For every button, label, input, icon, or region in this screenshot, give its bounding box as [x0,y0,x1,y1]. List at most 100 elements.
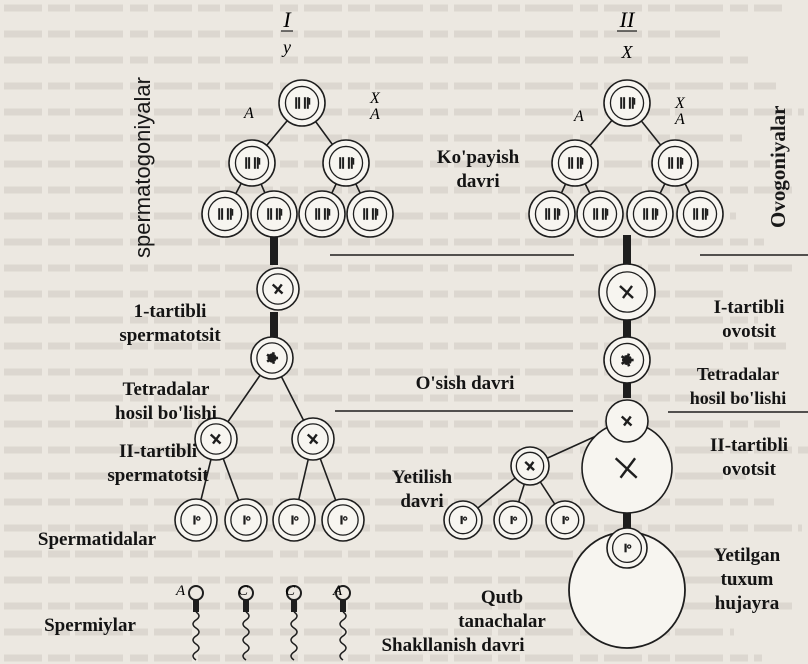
cell-spermatogonium-row3-3 [298,190,346,238]
sperm-head [188,585,204,601]
sperm-tag-1: A [175,583,186,599]
phase-label-maturation-line2: davri [400,491,444,512]
sperm-tail [192,611,200,661]
chromosome-mark [512,516,518,521]
chromosome-mark [309,433,318,445]
cell-nucleus [256,196,292,232]
chromosome-mark [623,415,632,427]
label-tetrads-left: Tetradalar hosil bo'lishi [86,378,246,426]
autosome-label-right-right: A [674,111,685,128]
cell-nucleus [609,342,645,378]
label-tetrads-right-line2: hosil bo'lishi [689,388,787,408]
cell-secondary-oocyte [581,422,673,514]
roman-numeral-left: I [282,7,292,32]
chromosome-label-left-top: y [281,37,291,57]
chromosome-mark [274,283,283,295]
sperm-midpiece [193,600,199,612]
label-tetrads-left-line2: hosil bo'lishi [115,403,217,424]
cell-nucleus [328,145,364,181]
sperm-tag-4: A [332,583,343,599]
chromosome-mark [245,516,251,521]
cell-nucleus [256,342,288,374]
cell-primary-oocyte [598,263,656,321]
label-primary-oocyte: I-tartibli ovotsit [690,296,808,344]
cell-tetrad-right [603,336,651,384]
label-secondary-oocyte-line2: ovotsit [722,459,776,480]
chromosome-label-left-right: X [369,90,381,107]
phase-label-maturation-line1: Yetilish [391,467,453,488]
cell-nucleus [606,271,648,313]
cell-spermatogonium-row2-1 [228,139,276,187]
label-polar-bodies: Qutb tanachalar [442,586,562,634]
stalk-to-tetrads-left [270,312,278,338]
cell-nucleus [200,423,232,455]
cell-nucleus [278,504,310,536]
cell-polar-body-1 [510,446,550,486]
cell-oogonium-row3-4 [676,190,724,238]
cell-primary-spermatocyte [256,267,300,311]
cell-spermatogonium-row2-2 [322,139,370,187]
cell-spermatid-3 [272,498,316,542]
label-mature-egg-line2: tuxum [720,569,774,590]
sperm-midpiece [291,600,297,612]
phase-label-maturation: Yetilish davri [372,466,472,514]
cell-nucleus [230,504,262,536]
cell-nucleus [657,145,693,181]
label-tetrads-right: Tetradalar hosil bo'lishi [668,362,808,410]
cell-polar-body-3 [493,500,533,540]
chromosome-mark [342,516,348,521]
phase-label-reproduction: Ko'payish davri [418,146,538,194]
cell-nucleus [515,451,545,481]
chromosome-mark [564,516,570,521]
label-polar-bodies-line2: tanachalar [458,611,546,632]
cell-nucleus [284,85,320,121]
cell-spermatid-2 [224,498,268,542]
cell-spermatid-1 [174,498,218,542]
cell-nucleus [448,505,478,535]
cell-oogonium-row3-3 [626,190,674,238]
autosome-label-right-left: A [573,108,584,125]
stalk-to-secondary-oocyte [623,382,631,398]
cell-tetrad-left [250,336,294,380]
cell-nucleus [262,273,294,305]
phase-label-growth: O'sish davri [415,373,515,394]
chromosome-mark [212,433,221,445]
cell-oogonium-row2-2 [651,139,699,187]
roman-numeral-right: II [619,7,636,32]
chromosome-mark [622,285,633,299]
chromosome-mark [614,457,638,479]
cell-oogonium-row3-2 [576,190,624,238]
chromosome-mark [462,516,468,521]
label-secondary-oocyte-line1: II-tartibli [709,435,789,456]
cell-spermatid-4 [321,498,365,542]
cell-nucleus [297,423,329,455]
label-secondary-spermatocyte-line1: II-tartibli [118,441,198,462]
label-tetrads-left-line1: Tetradalar [122,379,210,400]
cell-nucleus [352,196,388,232]
sperm-2 [238,585,254,661]
autosome-label-left-left: A [243,105,254,122]
label-primary-spermatocyte-line1: 1-tartibli [133,301,207,322]
autosome-label-left-right: A [369,106,380,123]
cell-spermatogonium-row3-1 [201,190,249,238]
chromosome-mark [624,353,631,366]
cell-nucleus [304,196,340,232]
chromosome-label-right-top: X [621,42,634,62]
label-primary-spermatocyte-line2: spermatotsit [119,325,221,346]
cells-layer [174,79,724,661]
sperm-tag-3: C [285,583,296,599]
chromosome-mark [619,457,637,479]
phase-label-reproduction-line1: Ko'payish [436,147,520,168]
chromosome-mark [626,544,632,549]
label-secondary-spermatocyte: II-tartibli spermatotsit [78,440,238,488]
sperm-tail [339,611,347,661]
label-secondary-spermatocyte-line2: spermatotsit [107,465,209,486]
sperm-tail [290,611,298,661]
cell-nucleus [550,505,580,535]
label-secondary-oocyte: II-tartibli ovotsit [690,434,808,482]
stalk-to-tetrads-right [623,320,631,338]
label-primary-oocyte-line1: I-tartibli [713,297,785,318]
label-sperms: Spermiylar [44,615,136,636]
cell-oogonium-top [603,79,651,127]
sperm-3 [286,585,302,661]
